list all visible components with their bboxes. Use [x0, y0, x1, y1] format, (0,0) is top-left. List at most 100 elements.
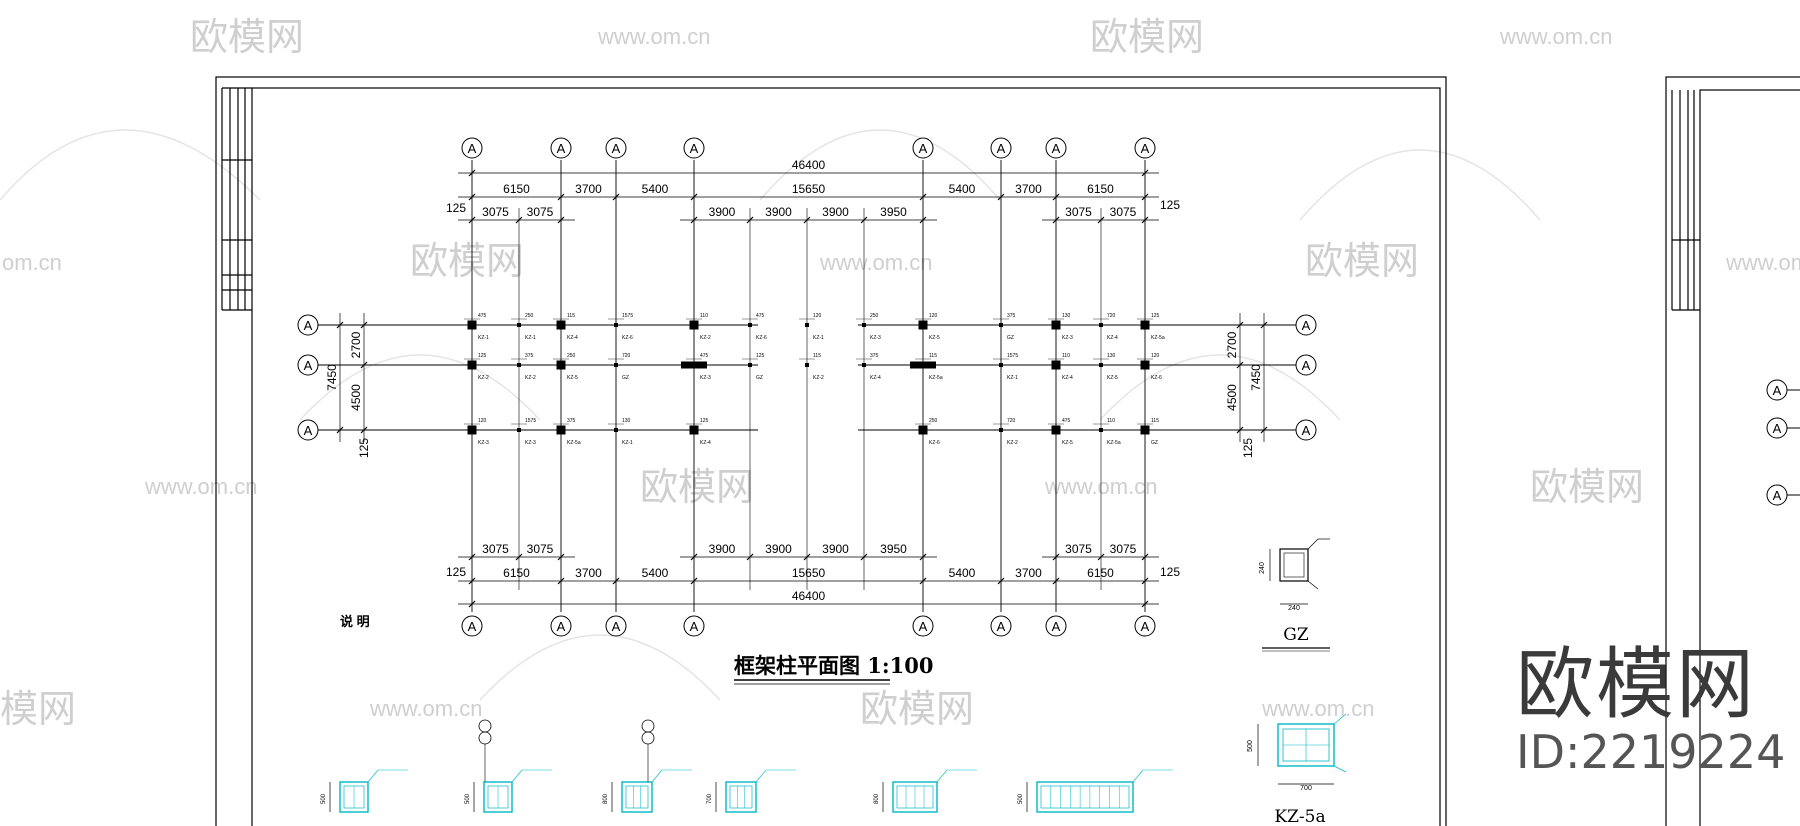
- column-offset-36: 375: [870, 353, 879, 359]
- svg-text:240: 240: [1259, 562, 1266, 574]
- column-offset-2: 125: [478, 353, 487, 359]
- axis-label-bottom-6: A: [997, 619, 1006, 634]
- dim-top-segments-text-6: 3700: [1015, 182, 1042, 196]
- dim-right-total-tick-0: [1260, 321, 1268, 329]
- column-offset-5: 250: [567, 353, 576, 359]
- dim-bottom-segments-tick-4: [919, 577, 927, 585]
- column-offset-32: 125: [756, 353, 765, 359]
- dim-left-inner-tick-0: [360, 321, 368, 329]
- axis-bubble-left-2: [297, 354, 319, 376]
- dim-bottom-segments-tick-5: [997, 577, 1005, 585]
- axis-label-bottom-1: A: [468, 619, 477, 634]
- column-tag-14: KZ-5a: [929, 375, 943, 381]
- axis-bubble-bottom-6: [990, 615, 1012, 637]
- dim-top-sub-left-tick-1: [515, 216, 523, 224]
- axis-label-top-7: A: [1052, 141, 1061, 156]
- dim-top-sub-right-text-2: 3075: [1110, 205, 1137, 219]
- watermark-url-1: www.om.cn: [597, 24, 710, 49]
- section-axis-bubble-b-2: [641, 731, 655, 745]
- column-offset-8: 720: [622, 353, 631, 359]
- dim-left-edge: 125: [357, 438, 371, 458]
- section-dim-text-1: 500: [321, 793, 327, 804]
- column-offset-26: 375: [525, 353, 534, 359]
- column-offset-19: 130: [1062, 313, 1071, 319]
- dim-bottom-edge-right: 125: [1160, 565, 1180, 579]
- column-tag-22: KZ-5a: [1151, 335, 1165, 341]
- dim-bottom-edge-left: 125: [446, 565, 466, 579]
- column-tag-32: GZ: [756, 375, 763, 381]
- column-29: [1099, 363, 1103, 367]
- column-7: [614, 323, 618, 327]
- section-dim-text-6: 500: [1018, 793, 1024, 804]
- axis-label-right-1: A: [1302, 318, 1311, 333]
- dim-top-total-tick-1: [1141, 169, 1149, 177]
- dim-top-segments-tick-3: [690, 193, 698, 201]
- watermark-brand: 欧模网: [1516, 640, 1757, 730]
- column-33: [805, 323, 809, 327]
- column-tag-30: KZ-5a: [1107, 440, 1121, 446]
- watermark-logo-5: 欧模网: [640, 465, 754, 509]
- dim-bottom-segments-tick-1: [557, 577, 565, 585]
- gz-label: GZ: [1283, 625, 1309, 645]
- column-tag-35: KZ-3: [870, 335, 881, 341]
- svg-text:500: 500: [1247, 740, 1254, 752]
- dim-top-segments-text-1: 6150: [503, 182, 530, 196]
- dim-right-edge: 125: [1241, 438, 1255, 458]
- kz5a-detail: 700 500 KZ-5a: [1247, 713, 1347, 826]
- section-dim-text-5: 800: [874, 793, 880, 804]
- column-28: [1099, 323, 1103, 327]
- column-26: [517, 363, 521, 367]
- column-18: [999, 428, 1003, 432]
- dim-left-total-tick-0: [336, 321, 344, 329]
- column-16: [999, 323, 1003, 327]
- dim-top-sub-mid-tick-4: [919, 216, 927, 224]
- column-4: [556, 320, 566, 330]
- column-20: [1051, 360, 1061, 370]
- sheet-frame-secondary: [1665, 76, 1800, 826]
- column-1: [467, 320, 477, 330]
- watermark-layer: 欧模网 www.om.cn 欧模网 www.om.cn om.cn 欧模网 ww…: [0, 15, 1800, 731]
- watermark-id: ID:2219224: [1516, 725, 1786, 779]
- column-offset-23: 120: [1151, 353, 1160, 359]
- dim-right-inner-tick-2: [1236, 426, 1244, 434]
- section-detail-inner-6: [1040, 785, 1130, 809]
- dim-bottom-segments-tick-2: [612, 577, 620, 585]
- axis-bubble-top-2: [550, 137, 572, 159]
- column-offset-4: 115: [567, 313, 575, 319]
- dim-bottom-sub-right-tick-0: [1052, 553, 1060, 561]
- secondary-axis-label-1: A: [1773, 383, 1782, 398]
- dim-right-inner-tick-1: [1236, 361, 1244, 369]
- dim-bottom-sub-mid-text-1: 3900: [709, 542, 736, 556]
- watermark-url-2: www.om.cn: [1499, 24, 1612, 49]
- dim-bottom-segments-text-4: 15650: [792, 566, 826, 580]
- column-10: [689, 320, 699, 330]
- dim-bottom-total-tick-1: [1141, 600, 1149, 608]
- axis-label-bottom-7: A: [1052, 619, 1061, 634]
- dim-top-sub-mid-tick-3: [860, 216, 868, 224]
- column-tag-15: KZ-6: [929, 440, 940, 446]
- secondary-axis-bubbles: [1766, 379, 1800, 506]
- dim-bottom-sub-left-text-1: 3075: [482, 542, 509, 556]
- column-offset-29: 130: [1107, 353, 1116, 359]
- column-markers: KZ-1475KZ-2125KZ-3120KZ-4115KZ-5250KZ-5a…: [464, 313, 1165, 446]
- column-5: [556, 360, 566, 370]
- column-tag-36: KZ-4: [870, 375, 881, 381]
- column-35: [862, 323, 866, 327]
- column-offset-22: 125: [1151, 313, 1160, 319]
- dim-bottom-sub-left-text-2: 3075: [527, 542, 554, 556]
- dim-bottom-sub-left-tick-2: [557, 553, 565, 561]
- column-11: [681, 361, 707, 369]
- axis-label-bottom-2: A: [557, 619, 566, 634]
- column-21: [1051, 425, 1061, 435]
- dim-bottom-sub-left-tick-0: [468, 553, 476, 561]
- dim-bottom-sub-mid-tick-1: [746, 553, 754, 561]
- dim-bottom-segments-tick-6: [1052, 577, 1060, 585]
- section-axis-bubble-b-1: [478, 731, 492, 745]
- column-offset-21: 475: [1062, 418, 1071, 424]
- svg-text:240: 240: [1288, 605, 1300, 612]
- column-tag-20: KZ-4: [1062, 375, 1073, 381]
- axis-label-bottom-4: A: [690, 619, 699, 634]
